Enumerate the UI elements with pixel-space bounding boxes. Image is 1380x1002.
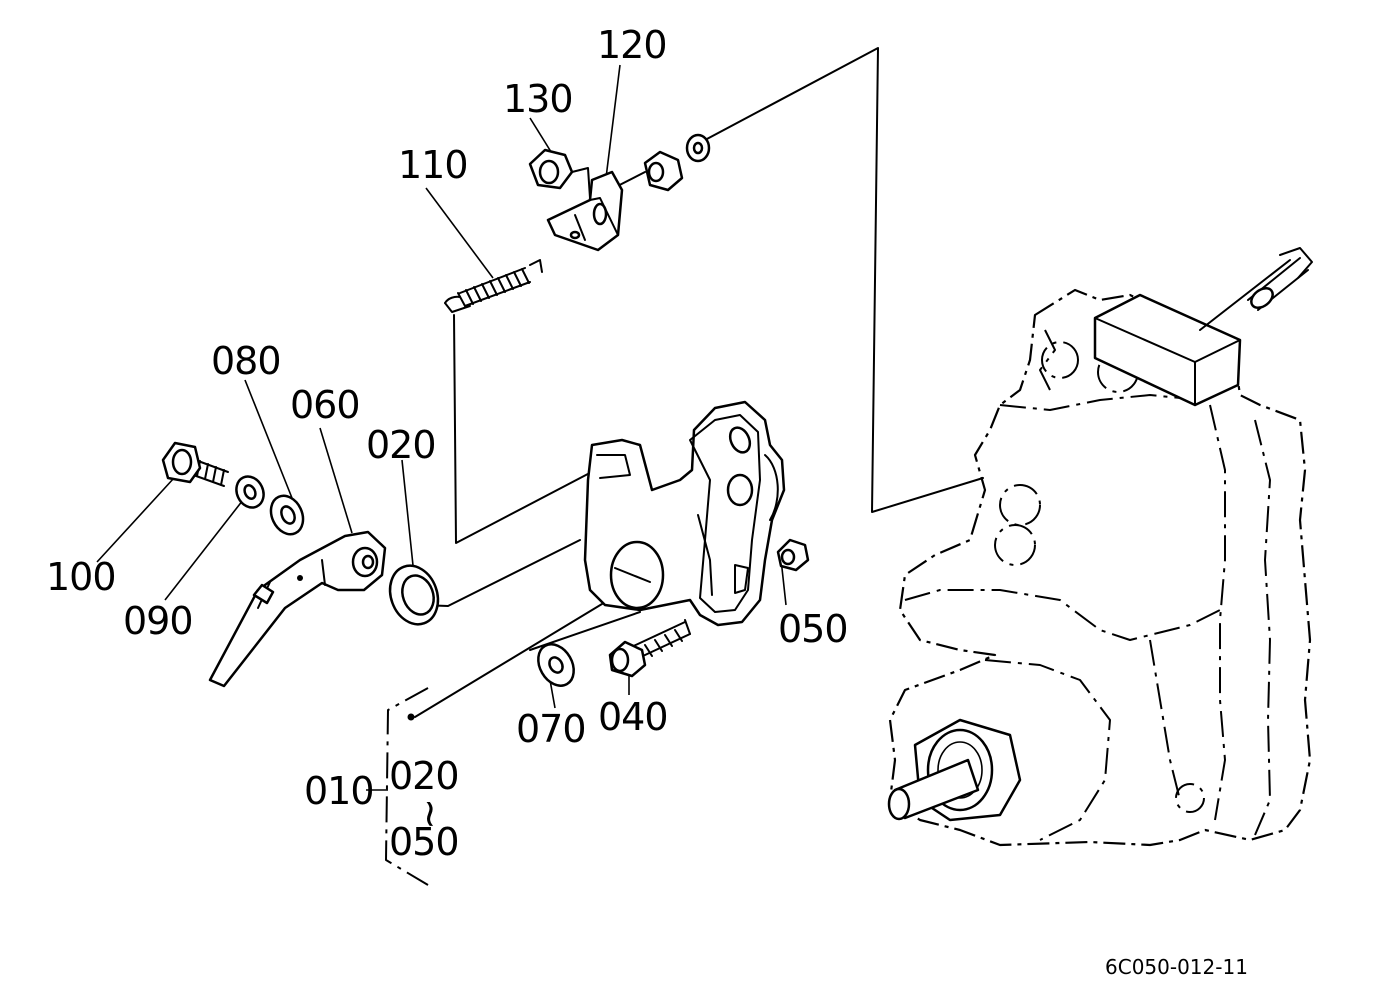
assembly-bracket [366, 687, 429, 886]
bracket-range-start: 020 [389, 754, 459, 798]
label-100: 100 [46, 555, 116, 599]
label-110: 110 [398, 143, 468, 187]
lever-060 [208, 530, 387, 688]
label-090: 090 [123, 599, 193, 643]
label-120: 120 [597, 23, 667, 67]
seal-020 [388, 564, 440, 626]
label-040: 040 [598, 695, 668, 739]
nut-050 [776, 538, 810, 572]
nut-130 [528, 148, 591, 199]
nut-top [643, 150, 684, 192]
label-060: 060 [290, 383, 360, 427]
label-130: 130 [503, 77, 573, 121]
label-080: 080 [211, 339, 281, 383]
injection-pump-outline [887, 247, 1313, 847]
bolt-040 [608, 619, 691, 678]
bracket-range-end: 050 [389, 820, 459, 864]
label-050: 050 [778, 607, 848, 651]
washer-080 [269, 494, 305, 536]
lever-plate-assembly-010 [583, 400, 786, 627]
label-070: 070 [516, 707, 586, 751]
bolt-100 [161, 441, 229, 487]
spring-110 [444, 259, 543, 313]
lock-washer-090 [235, 475, 265, 509]
washer-070 [537, 643, 575, 687]
lock-washer-top [685, 133, 711, 163]
drawing-code: 6C050-012-11 [1105, 955, 1248, 979]
label-010: 010 [304, 769, 374, 813]
connection-lines [96, 47, 984, 721]
bracket-120 [546, 170, 624, 252]
label-020: 020 [366, 423, 436, 467]
bracket-range-tilde: ~ [409, 798, 453, 829]
